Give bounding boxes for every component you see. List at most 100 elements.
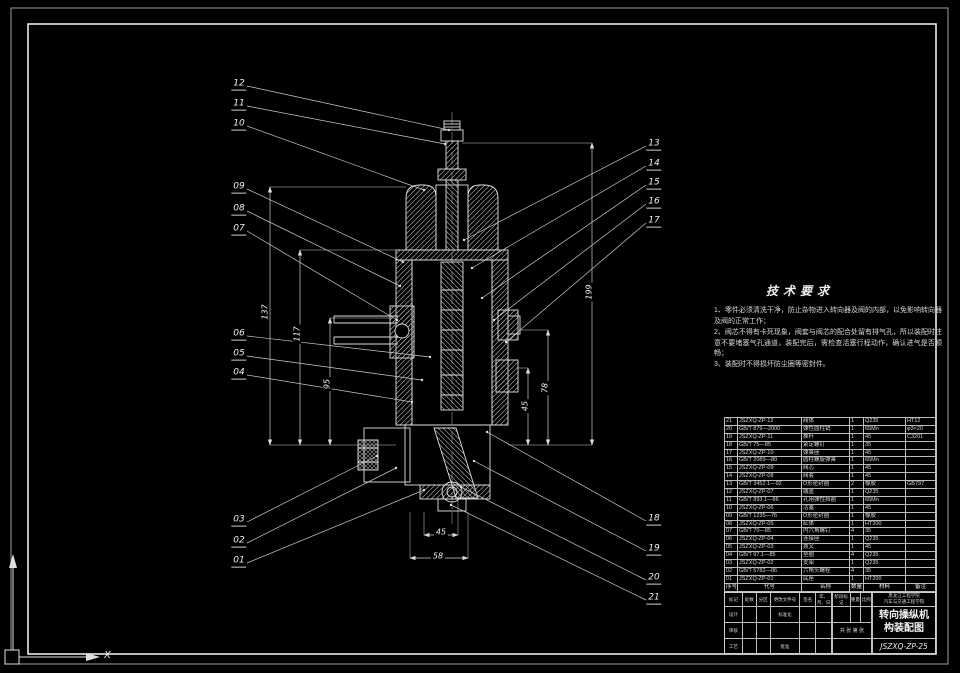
parts-table-cell: 弹性圆柱销 [802,425,850,434]
parts-table-cell: Q235 [864,536,906,545]
parts-table-cell: 序号 [725,583,738,592]
parts-table-cell: JSZXQ-ZP-02 [738,560,802,568]
parts-table-cell: 65Mn [864,457,906,466]
parts-table-cell [906,457,936,466]
parts-table-cell: 09 [725,512,738,521]
parts-table-cell: JSZXQ-ZP-03 [738,544,802,553]
parts-table-cell [906,441,936,450]
parts-table-cell: 1 [850,560,864,568]
parts-table-cell: JSZXQ-ZP-07 [738,489,802,497]
parts-table-cell: JSZXQ-ZP-09 [738,465,802,474]
parts-table-cell: 孔用弹性挡圈 [802,496,850,505]
dim-45-horizontal: 45 [433,527,449,537]
parts-table-cell: 备注 [906,583,936,592]
parts-table-cell: GB/T 3452.1—92 [738,481,802,490]
parts-table-cell: JSZXQ-ZP-08 [738,473,802,482]
parts-table-cell [906,544,936,553]
parts-table-cell: 1 [850,512,864,521]
parts-table-cell: 17 [725,449,738,458]
parts-table-cell: 14 [725,473,738,482]
parts-table-cell: Q235 [864,489,906,497]
parts-table-cell: 1 [850,457,864,466]
parts-table-cell: GB/T 879—2000 [738,425,802,434]
parts-table-cell: 45 [864,465,906,474]
parts-table-cell: 1 [850,575,864,584]
parts-table-cell: JSZXQ-ZP-11 [738,433,802,442]
parts-table-cell: GB/T 5782—86 [738,567,802,576]
parts-table-cell [906,528,936,537]
callout-11: 11 [231,98,247,111]
parts-table-cell [906,567,936,576]
parts-table-cell: 阀套 [802,473,850,482]
parts-table-cell: 2 [850,481,864,490]
title-block-cell: 设计 [725,607,743,623]
title-block-row: 审核 [725,623,833,639]
tech-requirements-body: 1、零件必须清洗干净，防止杂物进入转向器及阀的内部，以免影响转向器及阀的正常工作… [714,306,942,371]
valve-assembly [333,112,521,524]
parts-table-cell: JSZXQ-ZP-10 [738,449,802,458]
parts-table-cell: 1 [850,504,864,513]
parts-table-cell: HT200 [864,520,906,529]
callout-14: 14 [646,158,662,171]
callout-16: 16 [646,196,662,209]
parts-table-cell [906,520,936,529]
title-block-cell: 标记 [725,593,743,607]
parts-table-cell: O形密封圈 [802,512,850,521]
callout-17: 17 [646,215,662,228]
title-block-row: 设计标准化 [725,607,833,623]
parts-table-cell: 16 [725,457,738,466]
parts-table-cell [906,449,936,458]
parts-table-cell: 04 [725,552,738,561]
scale-value [861,607,873,623]
parts-table-cell: 65Mn [864,496,906,505]
axis-x-label: X [104,650,111,661]
callout-07: 07 [231,223,247,236]
title-block-cell: 年、月、日 [816,593,833,607]
dim-95: 95 [322,376,332,392]
callout-18: 18 [646,513,662,526]
organization-line-1: 黑龙江工程学院 [888,593,920,598]
callout-01: 01 [231,555,247,568]
callout-21: 21 [646,592,662,605]
tech-requirement-item: 2、阀芯不得有卡死现象，阀套与阀芯的配合处留有排气孔，所以装配时注意不要堵塞气孔… [714,328,942,358]
parts-table-cell: 01 [725,575,738,584]
parts-table-cell: 材料 [864,583,906,592]
drawing-number: JSZXQ-ZP-25 [880,641,928,651]
parts-table-cell: 1 [850,425,864,434]
parts-table-cell: GB/T 893.1—86 [738,496,802,505]
parts-table-cell: 名称 [802,583,850,592]
tech-requirement-item: 1、零件必须清洗干净，防止杂物进入转向器及阀的内部，以免影响转向器及阀的正常工作… [714,307,942,325]
title-block-cell: 分区 [756,593,771,607]
parts-table-cell: 4 [850,567,864,576]
parts-table-cell [906,465,936,474]
parts-table-cell: 1 [850,520,864,529]
title-block-cell [816,607,833,623]
callout-19: 19 [646,543,662,556]
title-block-cell [816,623,833,639]
parts-table-cell: 1 [850,536,864,545]
parts-table-cell: 4 [850,552,864,561]
parts-table-cell: φ3×20 [906,425,936,434]
parts-table-cell: 45 [864,433,906,442]
parts-table-cell: 推杆 [802,433,850,442]
parts-table-cell: 阀芯 [802,465,850,474]
parts-table-cell: Q235 [864,560,906,568]
title-block-cell: 审核 [725,623,743,639]
title-block-cell [742,607,757,623]
title-block-name-section: 黑龙江工程学院 汽车与交通工程学院 转向操纵机构装配图 JSZXQ-ZP-25 [873,593,935,653]
title-block-cell [770,623,801,639]
title-block-cell [816,639,833,655]
title-block-cell: 批准 [770,639,801,655]
parts-table-cell: 15 [725,465,738,474]
parts-table-cell: GB/T 97.1—85 [738,552,802,561]
callout-20: 20 [646,572,662,585]
organization-line-2: 汽车与交通工程学院 [883,599,925,605]
parts-table-cell: 六角头螺栓 [802,567,850,576]
parts-table-cell: JSZXQ-ZP-01 [738,575,802,584]
parts-table-cell: JSZXQ-ZP-05 [738,520,802,529]
stage-mark-label: 阶段标记 [833,593,851,607]
